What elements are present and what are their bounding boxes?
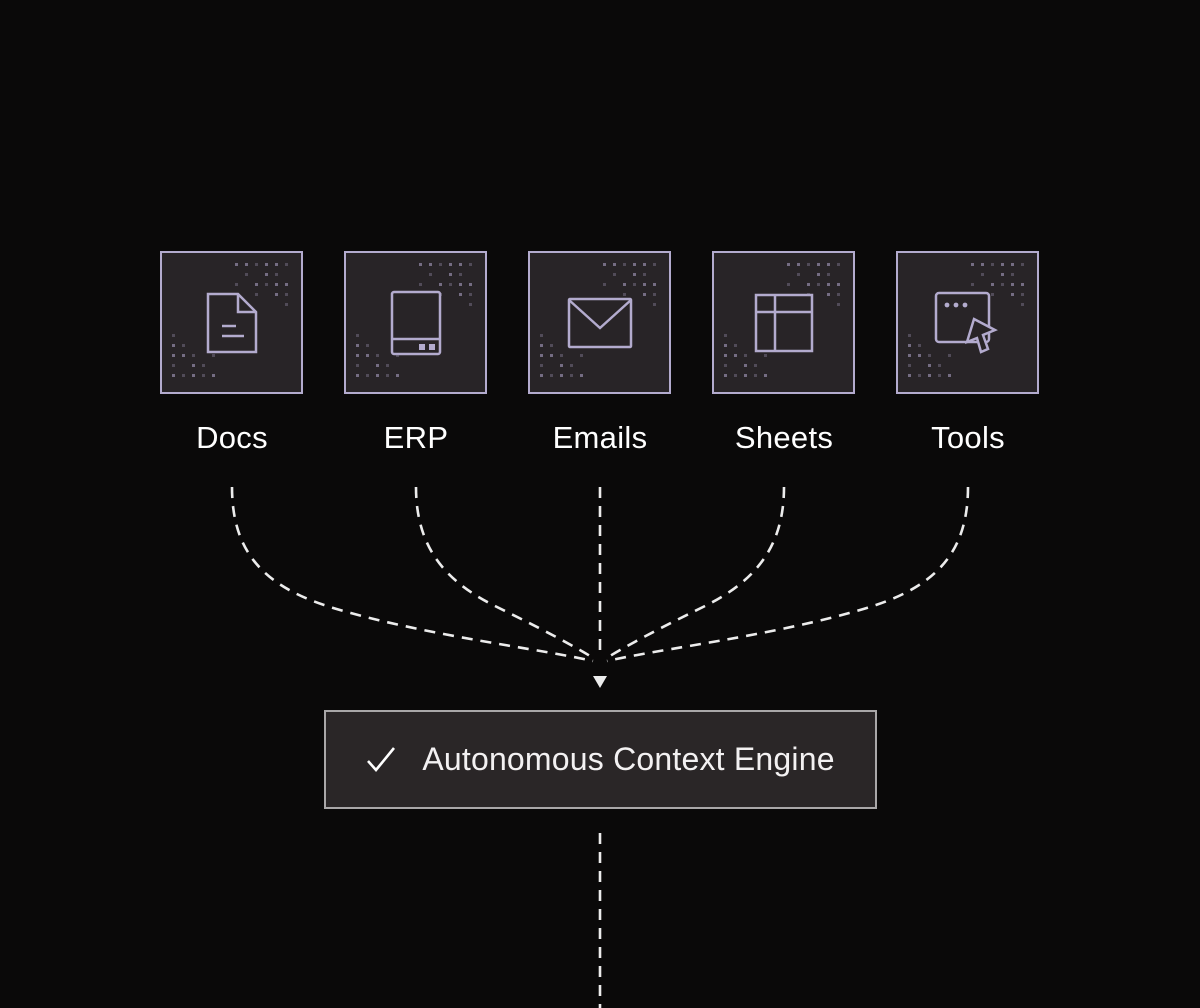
dot-pattern — [603, 263, 661, 311]
source-label-emails: Emails — [552, 420, 648, 455]
dot-pattern — [356, 334, 404, 382]
connector-docs — [230, 486, 594, 663]
source-label-sheets: Sheets — [734, 420, 834, 455]
connector-sheets — [604, 486, 786, 661]
checkmark-icon — [367, 747, 396, 773]
source-label-tools: Tools — [931, 420, 1005, 455]
source-box-tools — [896, 251, 1039, 394]
dot-pattern — [908, 334, 956, 382]
source-label-docs: Docs — [196, 420, 268, 455]
connector-tools — [606, 486, 970, 663]
source-box-emails — [528, 251, 671, 394]
source-box-docs — [160, 251, 303, 394]
envelope-icon — [567, 297, 632, 348]
window-cursor-icon — [934, 291, 998, 354]
source-box-sheets — [712, 251, 855, 394]
source-box-erp — [344, 251, 487, 394]
dot-pattern — [540, 334, 588, 382]
connector-erp — [414, 486, 596, 661]
engine-box: Autonomous Context Engine — [324, 710, 877, 809]
dot-pattern — [787, 263, 845, 311]
dot-pattern — [419, 263, 477, 311]
arrowhead-icon — [593, 676, 607, 688]
dot-pattern — [971, 263, 1029, 311]
dot-pattern — [235, 263, 293, 311]
source-label-erp: ERP — [383, 420, 449, 455]
document-icon — [206, 292, 257, 353]
engine-label: Autonomous Context Engine — [422, 741, 835, 777]
dot-pattern — [172, 334, 220, 382]
erp-terminal-icon — [390, 290, 441, 355]
dot-pattern — [724, 334, 772, 382]
spreadsheet-grid-icon — [754, 293, 813, 352]
